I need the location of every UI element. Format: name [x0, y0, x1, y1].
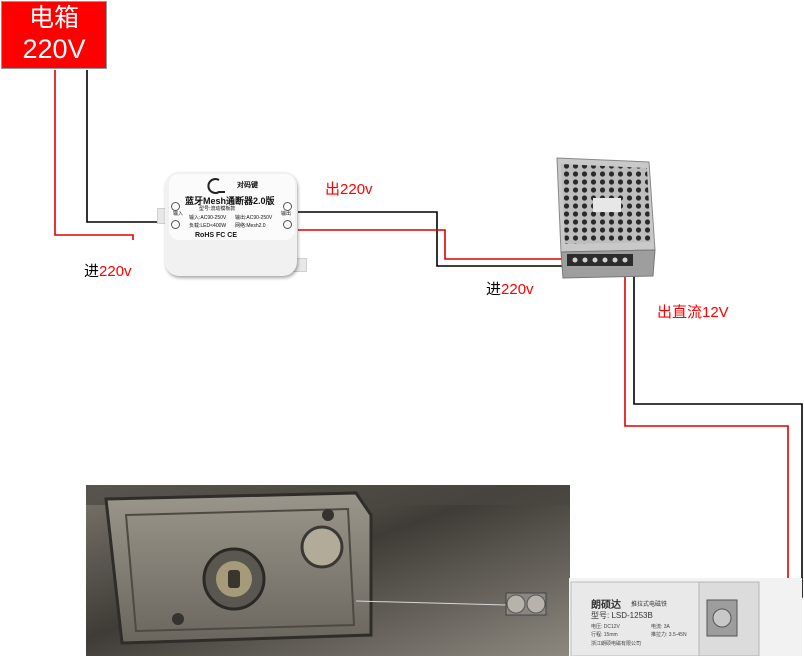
magnet-body — [569, 578, 802, 656]
source-live-wire — [54, 70, 134, 240]
dc-output-label: 出直流12V — [657, 304, 729, 321]
magnet-voltage: 电压: DC12V — [591, 624, 620, 630]
magnet-brand: 朗硕达 — [591, 600, 621, 611]
mesh-breaker-device: 对码键 蓝牙Mesh通断器2.0版 型号:流动模板款 输入 输出 输入:AC90… — [155, 170, 307, 280]
magnet-stroke: 行程: 15mm — [591, 632, 618, 638]
magnet-maker: 浙江朗硕电磁有限公司 — [591, 641, 642, 647]
power-box-voltage: 220V — [22, 34, 86, 64]
screw-icon — [283, 202, 292, 211]
screw-icon — [283, 220, 292, 229]
cert-marks: RoHS FC CE — [195, 232, 237, 239]
power-supply-device — [556, 157, 656, 279]
breaker-load-spec: 负载:LED<400W — [189, 223, 227, 229]
power-box-label: 电箱 220V — [1, 1, 107, 69]
screw-icon — [171, 220, 180, 229]
breaker-out-side: 输出 — [281, 211, 292, 217]
pair-key-label: 对码键 — [237, 182, 258, 189]
breaker-output-label: 出220v — [325, 181, 373, 198]
key-icon — [207, 178, 225, 194]
breaker-title: 蓝牙Mesh通断器2.0版 — [185, 196, 275, 206]
door-lock-photo — [86, 485, 570, 656]
breaker-model: 型号:流动模板款 — [199, 206, 236, 212]
breaker-out-spec: 输出:AC90-250V — [235, 215, 273, 221]
screw-icon — [171, 202, 180, 211]
breaker-input-label: 进220v — [84, 263, 132, 280]
breaker-in-side: 输入 — [173, 211, 184, 217]
electromagnet-lock: 朗硕达 推拉式电磁铁 型号: LSD-1253B 电压: DC12V 电流: 3… — [569, 578, 802, 656]
breaker-in-spec: 输入:AC90-250V — [189, 215, 227, 221]
psu-input-label: 进220v — [486, 281, 534, 298]
magnet-type: 推拉式电磁铁 — [631, 602, 668, 608]
magnet-force: 推拉力: 3.5-45N — [651, 632, 687, 638]
power-box-title: 电箱 — [28, 4, 79, 32]
breaker-net-spec: 网络:Mesh2.0 — [235, 223, 266, 229]
magnet-current: 电流: 3A — [651, 624, 670, 630]
magnet-model: 型号: LSD-1253B — [591, 611, 653, 620]
breaker-out-neutral-wire — [298, 211, 575, 267]
breaker-out-live-wire — [298, 229, 575, 260]
source-neutral-wire — [86, 70, 170, 223]
